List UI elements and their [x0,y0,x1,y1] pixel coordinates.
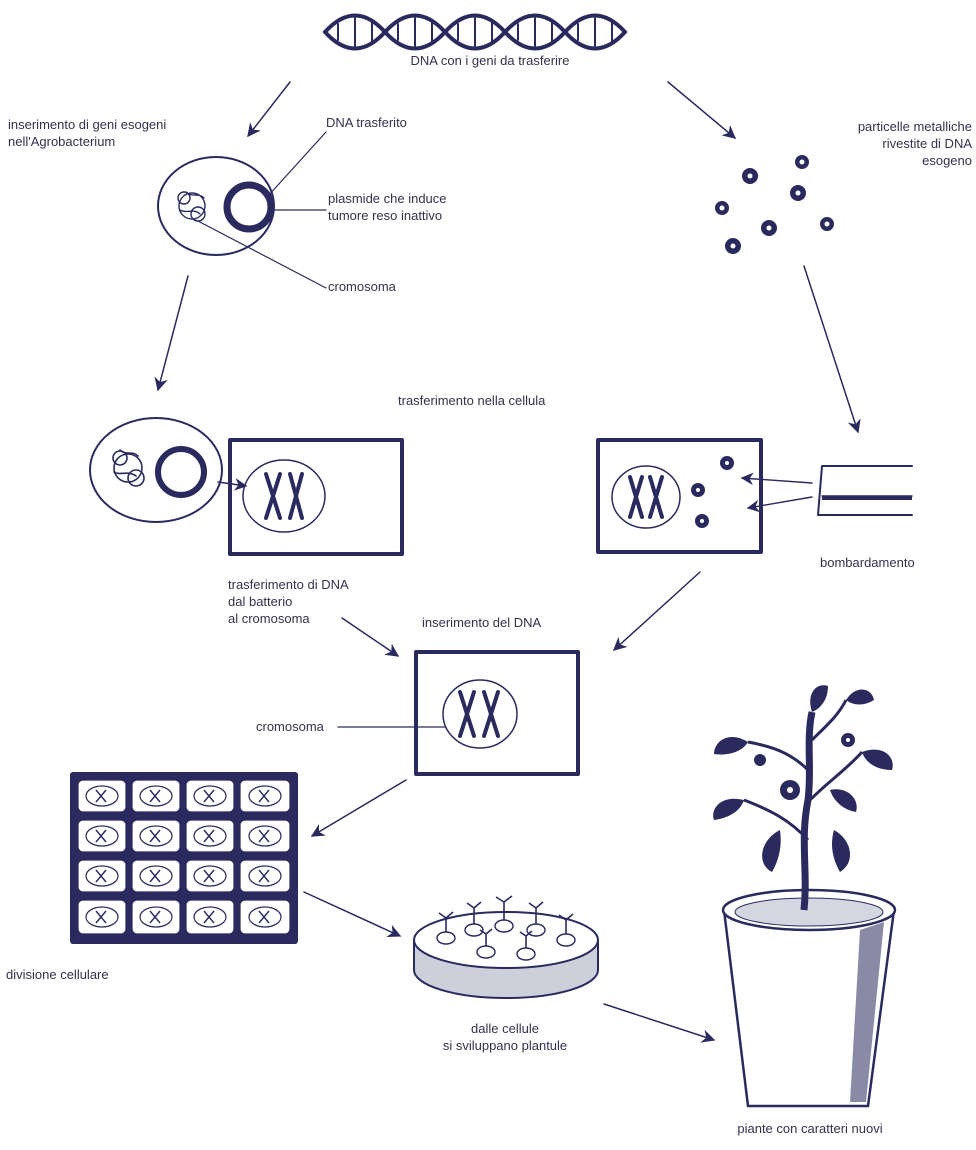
label-plasmid: plasmide che induce tumore reso inattivo [328,190,508,224]
label-chromosome-mid: cromosoma [256,718,346,735]
metal-particles-icon [715,155,834,254]
arrow-dna-to-agrobacterium [248,82,290,136]
arrow-dish-to-plant [604,1004,714,1040]
label-transfer-bacterium: trasferimento di DNA dal batterio al cro… [228,576,408,627]
label-bombardment: bombardamento [820,554,970,571]
dna-helix-icon [325,16,625,49]
label-metal-particles: particelle metalliche rivestite di DNA e… [760,118,972,169]
particle-gun-icon [742,466,912,515]
label-insertion-agrobacterium: inserimento di geni esogeni nell'Agrobac… [8,116,238,150]
label-dna-insertion: inserimento del DNA [422,614,622,631]
label-dna-source: DNA con i geni da trasferire [370,52,610,69]
agrobacterium-leader-lines [196,132,326,288]
potted-plant-icon [713,685,895,1106]
label-chromosome-top: cromosoma [328,278,448,295]
bacterium-cell-icon [90,418,222,522]
label-plantlets: dalle cellule si sviluppano plantule [400,1020,610,1054]
arrow-center-to-division [312,780,406,836]
label-dna-transferred: DNA trasferito [326,114,486,131]
label-new-plants: piante con caratteri nuovi [690,1120,930,1137]
transformed-cell-icon [416,652,578,774]
cell-division-grid-icon [70,772,298,944]
plant-cell-left-icon [230,440,402,554]
arrow-division-to-dish [304,892,400,936]
petri-dish-icon [414,896,598,998]
label-transfer-cell: trasferimento nella cellula [398,392,638,409]
arrow-right-to-center [614,572,700,650]
arrow-particles-down [804,266,858,432]
label-cell-division: divisione cellulare [6,966,206,983]
arrow-dna-to-particles [668,82,735,138]
arrow-agrobacterium-down [158,276,188,390]
agrobacterium-cell-icon [158,157,274,255]
plant-cell-right-icon [598,440,761,552]
